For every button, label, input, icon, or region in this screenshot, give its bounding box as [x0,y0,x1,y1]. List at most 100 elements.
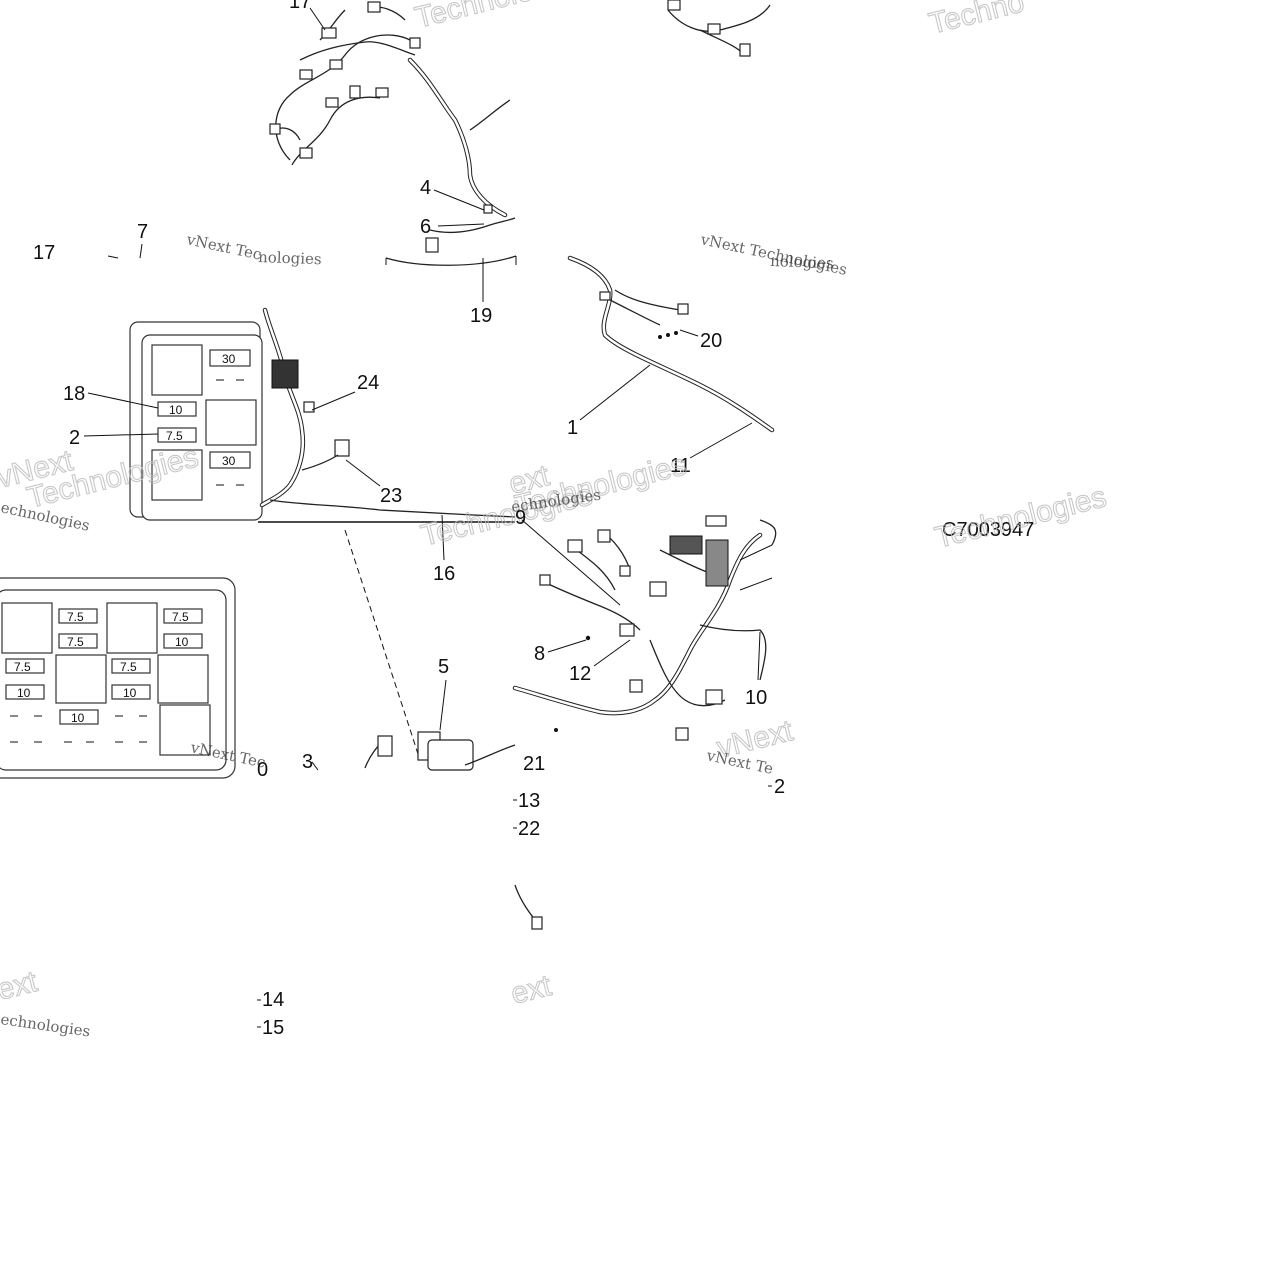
watermark: Technolo [412,0,537,35]
callout-19: 19 [470,305,492,327]
callout-17: 17 [289,0,311,13]
watermark: Techno [926,0,1028,41]
watermark: nologies [770,252,834,272]
tile-lower-fuse-box: 7.5 7.5 7.5 10 7.5 10 7.5 10 10 vNext Te… [0,577,268,1041]
fuse-7-5 [157,427,197,443]
fuse-label: 7.5 [166,429,183,443]
tile-middle-harness: 24 23 [259,307,516,518]
fuse [111,684,151,700]
connector-plug [409,37,421,49]
fuse [59,709,99,725]
connector-plug [303,401,315,413]
tile-lower-callouts: 14 15 [257,989,284,1039]
callout-23: 23 [380,485,402,507]
relay-slot [205,399,257,446]
callout-18: 18 [63,383,85,405]
fuse-30b [209,451,251,469]
connector-plug [377,735,393,757]
connector-plug [325,97,339,108]
callout-3: 3 [302,751,313,773]
fuse-label: 10 [123,686,137,700]
callout-7: 7 [137,221,148,243]
relay-slot [151,449,203,501]
connector-block [669,535,703,555]
connector-plug [375,87,389,98]
connector-plug [334,439,350,457]
watermark: echnologies [0,1010,92,1040]
fuse-10 [157,401,197,417]
connector-plug [675,727,689,741]
callout-2: 2 [69,427,80,449]
fuse [111,658,151,674]
connector-block [705,539,729,587]
fuse-label: 10 [169,403,183,417]
connector-plug [629,679,643,693]
watermark: Technologies [932,480,1110,554]
connector-plug [707,23,721,35]
callout-24: 24 [357,372,379,394]
tile-main-harness: 20 1 11 ext Technologies [505,255,775,523]
connector-plug [705,689,723,705]
watermark: ext [508,969,555,1011]
fuse-label: 10 [175,635,189,649]
tile-upper-harness: 17 4 6 19 Technolo vNext Tec nologies [184,0,537,327]
callout-20: 20 [700,330,722,352]
connector-plug [483,204,493,214]
connector-plug [599,291,611,301]
watermark: ext [0,965,41,1007]
connector-plug [299,147,313,159]
connector-plug [597,529,611,543]
watermark: vNext Tec [184,230,263,264]
watermark: nologies [258,248,322,268]
drawing-code: C7003947 [942,519,1034,541]
connector-plug [425,237,439,253]
connector-plug [269,123,281,135]
ecu-module [427,739,474,771]
connector-plug [539,574,551,586]
connector-plug [567,539,583,553]
callout-10: 10 [745,687,767,709]
callout-14: 14 [262,989,284,1011]
callout-11: 11 [670,455,691,477]
connector-plug [329,59,343,70]
fuse-label: 30 [222,454,236,468]
callout-12: 12 [569,663,591,685]
callout-13: 13 [518,790,540,812]
connector-plug [619,565,631,577]
connector-plug [321,27,337,39]
fuse [58,608,98,624]
fuse-label: 7.5 [172,610,189,624]
connector-plug [739,43,751,57]
connector-plug [531,916,543,930]
connector-block [271,359,299,389]
callout-0: 0 [257,759,268,781]
callout-17-b: 17 [33,242,55,264]
relay-slot [159,704,211,756]
callout-8: 8 [534,643,545,665]
connector-plug [367,1,381,13]
callout-2-b: 2 [774,776,785,798]
relay-slot [1,602,53,654]
fuse-label: 7.5 [67,635,84,649]
callout-1: 1 [567,417,578,439]
fuse [163,633,203,649]
tile-ecu-module: 16 5 3 Technologies echnologies [258,478,602,773]
connector-plug [619,623,635,637]
tile-upper-right-harness: Techno vNext Technologies nologies [667,0,1028,279]
fuse [163,608,203,624]
relay-slot [157,654,209,704]
connector-plug [349,85,361,99]
relay-slot [151,344,203,396]
connector-plug [649,581,667,597]
callout-15: 15 [262,1017,284,1039]
relay-slot [106,602,158,654]
fuse [5,658,45,674]
callout-22: 22 [518,818,540,840]
relay-slot [55,654,107,704]
callout-16: 16 [433,563,455,585]
callout-21: 21 [523,753,545,775]
callout-6: 6 [420,216,431,238]
fuse-label: 30 [222,352,236,366]
